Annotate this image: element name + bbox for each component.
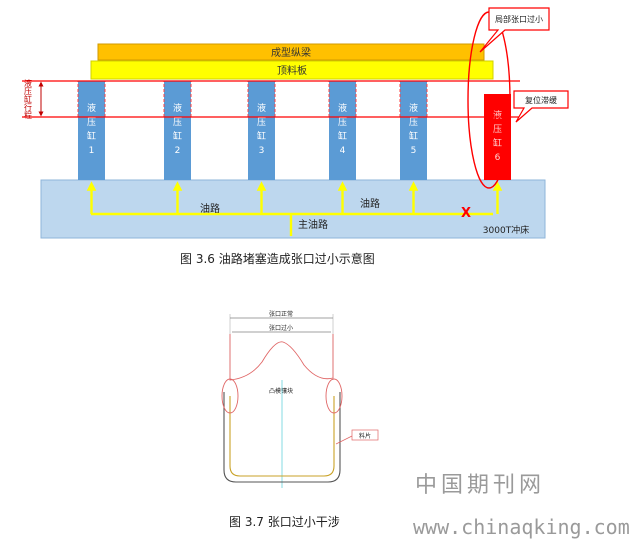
oil-path-label-right: 油路 [360, 197, 380, 210]
figure-3-7-caption: 图 3.7 张口过小干涉 [229, 515, 340, 529]
press-label: 3000T冲床 [483, 224, 529, 236]
top-plate [90, 60, 494, 80]
punch-insert-label: 凸模镶块 [269, 387, 293, 395]
cylinder-1 [78, 81, 105, 180]
sheet-outer-profile [223, 392, 341, 483]
oil-path-label-left: 油路 [200, 202, 220, 215]
small-opening-label: 张口过小 [269, 324, 293, 332]
cylinder-2 [164, 81, 191, 180]
cylinder-6 [484, 94, 511, 180]
callout-local-opening-label: 局部张口过小 [495, 14, 543, 24]
press-bed [40, 179, 546, 239]
top-plate-label: 顶料板 [277, 64, 307, 77]
interference-left-ellipse [221, 378, 239, 414]
cylinder-3 [248, 81, 275, 180]
interference-right-ellipse [325, 378, 343, 414]
forming-beam-label: 成型纵梁 [271, 46, 311, 59]
sheet-label: 料片 [359, 432, 371, 440]
sheet-leader-line [335, 435, 353, 445]
cylinder-4 [329, 81, 356, 180]
callout-local-opening [479, 7, 550, 53]
cylinder-5 [400, 81, 427, 180]
normal-opening-label: 张口正常 [269, 310, 293, 318]
punch-insert-profile [229, 334, 334, 381]
main-oil-path-label: 主油路 [298, 218, 328, 231]
forming-beam [97, 43, 485, 61]
stroke-label: 液压缸行程 [24, 78, 32, 120]
watermark-site-url: www.chinaqking.com [413, 515, 630, 539]
sheet-inner-profile [229, 396, 335, 477]
oil-path-network [86, 181, 503, 236]
callout-reset-delay [513, 90, 569, 123]
callout-reset-delay-label: 复位滞缓 [525, 95, 557, 105]
sheet-callout-box [351, 429, 379, 441]
figure-3-6-caption: 图 3.6 油路堵塞造成张口过小示意图 [180, 252, 375, 266]
watermark-site-cn: 中国期刊网 [415, 473, 546, 498]
blocked-mark: X [461, 206, 471, 221]
